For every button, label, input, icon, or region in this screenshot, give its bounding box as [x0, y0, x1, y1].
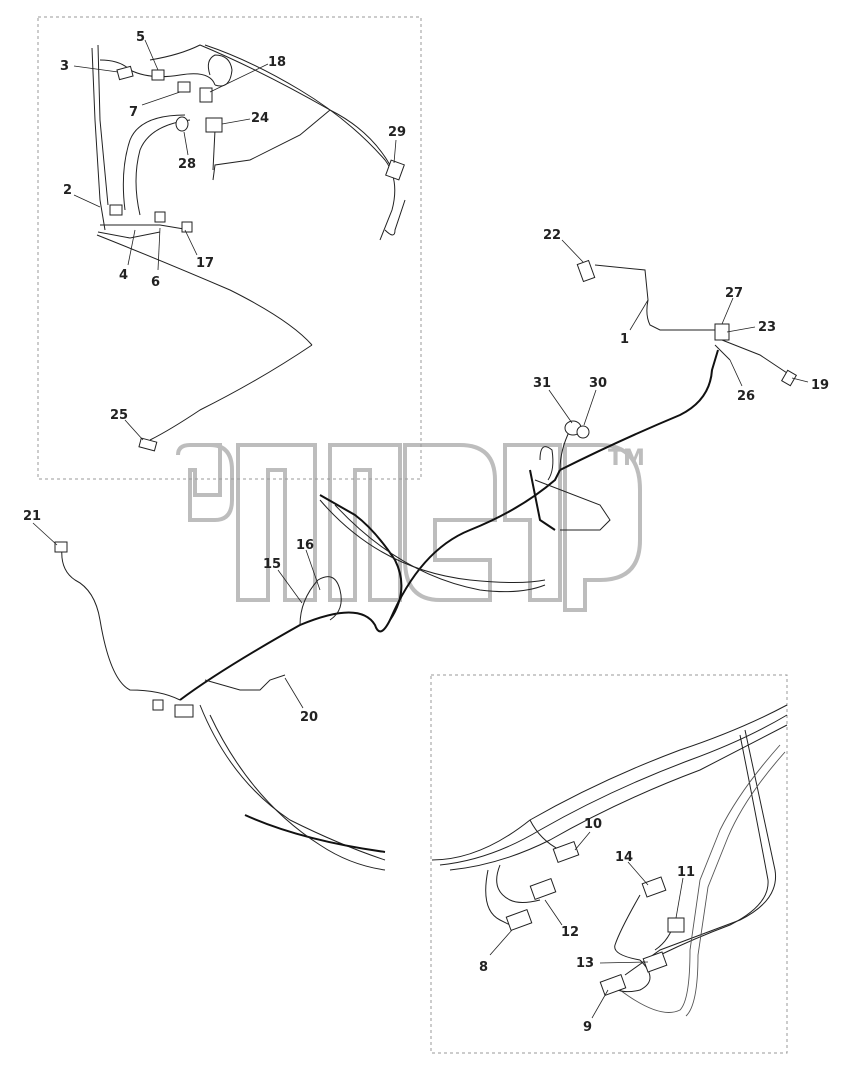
callout-3: 3 [60, 59, 69, 74]
callout-24: 24 [251, 111, 269, 126]
callout-9: 9 [583, 1020, 592, 1035]
callout-6: 6 [151, 275, 160, 290]
callout-14: 14 [615, 850, 633, 865]
callout-26: 26 [737, 389, 755, 404]
callout-17: 17 [196, 256, 214, 271]
callout-19: 19 [811, 378, 829, 393]
callout-2: 2 [63, 183, 72, 198]
detail-box-bottom-right [430, 674, 788, 1054]
harness-top-left [91, 44, 406, 452]
callout-30: 30 [589, 376, 607, 391]
callout-13: 13 [576, 956, 594, 971]
callout-8: 8 [479, 960, 488, 975]
detail-box-top-left [37, 16, 422, 480]
callout-12: 12 [561, 925, 579, 940]
callout-25: 25 [110, 408, 128, 423]
callout-10: 10 [584, 817, 602, 832]
callout-15: 15 [263, 557, 281, 572]
callout-4: 4 [119, 268, 128, 283]
callout-5: 5 [136, 30, 145, 45]
callout-16: 16 [296, 538, 314, 553]
callout-11: 11 [677, 865, 695, 880]
harness-main [54, 259, 798, 871]
callout-21: 21 [23, 509, 41, 524]
callout-labels: 1 2 3 4 5 6 7 8 9 10 11 12 13 14 15 16 1… [23, 30, 829, 1035]
callout-7: 7 [129, 105, 138, 120]
callout-20: 20 [300, 710, 318, 725]
harness-bottom-right [431, 704, 788, 1017]
callout-1: 1 [620, 332, 629, 347]
watermark-tm: TM [608, 446, 645, 471]
callout-29: 29 [388, 125, 406, 140]
callout-27: 27 [725, 286, 743, 301]
callout-23: 23 [758, 320, 776, 335]
callout-28: 28 [178, 157, 196, 172]
callout-22: 22 [543, 228, 561, 243]
watermark-logo: TM [176, 443, 645, 612]
callout-31: 31 [533, 376, 551, 391]
callout-18: 18 [268, 55, 286, 70]
leader-lines [32, 39, 809, 1019]
